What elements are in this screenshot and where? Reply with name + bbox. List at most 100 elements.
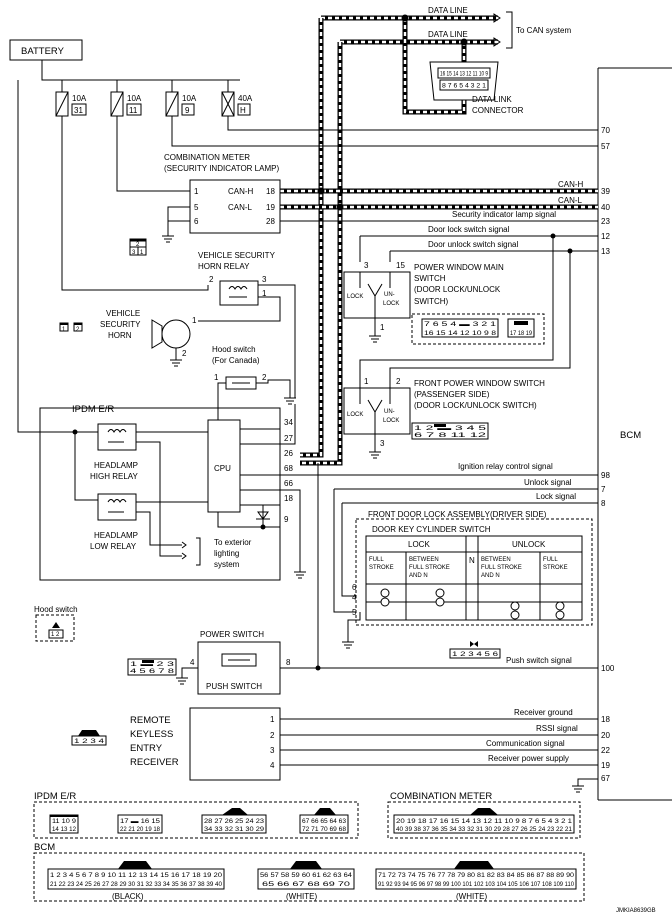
fusible-link-h: 40A H — [221, 91, 253, 117]
svg-text:1: 1 — [364, 377, 369, 386]
svg-text:(PASSENGER SIDE): (PASSENGER SIDE) — [414, 390, 490, 399]
svg-text:5: 5 — [352, 608, 357, 617]
svg-text:71 72 73 74 75 76 77 78 79 80: 71 72 73 74 75 76 77 78 79 80 81 82 83 8… — [378, 873, 575, 879]
power-window-main-switch: POWER WINDOW MAIN SWITCH (DOOR LOCK/UNLO… — [343, 261, 545, 345]
dlc-label-1: DATA LINK — [472, 95, 512, 104]
hood-switch-title-1: Hood switch — [212, 345, 256, 354]
svg-text:1: 1 — [262, 289, 267, 298]
svg-text:AND N: AND N — [481, 573, 500, 579]
svg-text:2: 2 — [182, 349, 187, 358]
bcm-signal-20: RSSI signal — [536, 724, 578, 733]
svg-text:3: 3 — [262, 275, 267, 284]
svg-text:10A: 10A — [182, 94, 197, 103]
svg-text:2: 2 — [209, 275, 214, 284]
svg-text:RECEIVER: RECEIVER — [130, 757, 179, 768]
diagram-id: JMKIA8639GB — [616, 908, 656, 914]
svg-text:AND N: AND N — [409, 573, 428, 579]
svg-text:(DOOR LOCK/UNLOCK SWITCH): (DOOR LOCK/UNLOCK SWITCH) — [414, 401, 537, 410]
hood-switch-connector-legend: Hood switch 1 2 — [34, 605, 78, 642]
svg-text:56 57 58 59 60 61 62 63 64: 56 57 58 59 60 61 62 63 64 — [260, 873, 353, 879]
svg-text:4: 4 — [352, 593, 357, 602]
horn-relay-title-2: HORN RELAY — [198, 262, 250, 271]
svg-text:REMOTE: REMOTE — [130, 715, 171, 726]
svg-text:(WHITE): (WHITE) — [286, 892, 317, 901]
svg-text:ENTRY: ENTRY — [130, 743, 163, 754]
svg-text:2: 2 — [76, 327, 80, 333]
svg-text:IPDM E/R: IPDM E/R — [34, 791, 76, 802]
svg-text:(BLACK): (BLACK) — [112, 892, 144, 901]
fuse-11: 10A 11 — [110, 91, 142, 117]
svg-text:(DOOR LOCK/UNLOCK: (DOOR LOCK/UNLOCK — [414, 285, 501, 294]
svg-text:21 22 23 24 25 26 27 28 29 30: 21 22 23 24 25 26 27 28 29 30 31 32 33 3… — [50, 882, 223, 888]
svg-text:POWER SWITCH: POWER SWITCH — [200, 630, 264, 639]
svg-text:Hood switch: Hood switch — [34, 605, 78, 614]
svg-text:22: 22 — [601, 746, 610, 755]
hood-switch: Hood switch (For Canada) 1 2 — [212, 345, 296, 420]
dlc-label-2: CONNECTOR — [472, 106, 524, 115]
svg-text:STROKE: STROKE — [543, 565, 568, 571]
svg-text:12: 12 — [601, 232, 610, 241]
bcm-signal-22: Communication signal — [486, 739, 565, 748]
bcm-signal-18: Receiver ground — [514, 708, 573, 717]
svg-text:4 5 6 7 8: 4 5 6 7 8 — [130, 669, 175, 675]
headlamp-high-relay: HEADLAMP HIGH RELAY — [90, 423, 139, 481]
svg-text:3: 3 — [380, 439, 385, 448]
svg-text:11: 11 — [129, 106, 138, 115]
ipdm-connector-legend: IPDM E/R 11 10 9 14 13 12 17 ▬ 16 15 22 … — [33, 791, 359, 839]
meter-title-1: COMBINATION METER — [164, 153, 250, 162]
ipdm-title: IPDM E/R — [72, 404, 114, 415]
svg-text:27: 27 — [284, 434, 293, 443]
svg-text:6 7 8 11 12: 6 7 8 11 12 — [414, 433, 488, 439]
svg-text:2: 2 — [136, 242, 140, 248]
svg-text:20 19 18 17 16 15 14 13 12 11: 20 19 18 17 16 15 14 13 12 11 10 9 8 7 6… — [396, 819, 573, 825]
svg-text:1: 1 — [140, 250, 144, 256]
svg-text:CAN-H: CAN-H — [228, 187, 254, 196]
svg-text:2: 2 — [270, 731, 275, 740]
svg-text:16 15 14 12 10 9 8: 16 15 14 12 10 9 8 — [424, 331, 497, 337]
svg-text:1 2 ▬ 3 4 5: 1 2 ▬ 3 4 5 — [414, 426, 488, 432]
bcm-signal-100: Push switch signal — [506, 656, 572, 665]
svg-text:SWITCH): SWITCH) — [414, 297, 449, 306]
svg-text:98: 98 — [601, 471, 610, 480]
svg-text:4: 4 — [270, 761, 275, 770]
svg-text:FRONT DOOR LOCK ASSEMBLY(DRIVE: FRONT DOOR LOCK ASSEMBLY(DRIVER SIDE) — [368, 510, 547, 519]
svg-text:31: 31 — [74, 106, 83, 115]
svg-text:KEYLESS: KEYLESS — [130, 729, 173, 740]
svg-text:STROKE: STROKE — [369, 565, 394, 571]
svg-text:LOCK: LOCK — [408, 540, 430, 549]
svg-text:1: 1 — [380, 323, 385, 332]
ipdm-cpu: CPU — [214, 464, 231, 473]
svg-text:17 ▬ 16 15: 17 ▬ 16 15 — [120, 819, 161, 825]
horn-title-3: HORN — [108, 331, 132, 340]
hood-switch-title-2: (For Canada) — [212, 356, 260, 365]
horn-relay: VEHICLE SECURITY HORN RELAY 2 3 1 — [198, 251, 296, 398]
battery-box — [9, 39, 83, 61]
svg-text:CAN-L: CAN-L — [228, 203, 253, 212]
svg-text:UN-: UN- — [384, 409, 395, 415]
bcm-module: BCM — [597, 67, 672, 801]
svg-text:FULL: FULL — [369, 557, 384, 563]
svg-text:FRONT POWER WINDOW SWITCH: FRONT POWER WINDOW SWITCH — [414, 379, 545, 388]
svg-text:H: H — [240, 106, 246, 115]
can-h-bcm-label: CAN-H — [558, 180, 584, 189]
bcm-connector-legend: BCM 1 2 3 4 5 6 7 8 9 10 11 12 13 14 15 … — [33, 842, 585, 902]
svg-text:LOCK: LOCK — [383, 301, 399, 307]
svg-text:SWITCH: SWITCH — [414, 274, 446, 283]
bcm-signal-13: Door unlock switch signal — [428, 240, 518, 249]
svg-text:6: 6 — [194, 217, 199, 226]
fuse-9: 10A 9 — [165, 91, 197, 117]
svg-text:1 2 3 4: 1 2 3 4 — [74, 739, 105, 745]
svg-text:FULL STROKE: FULL STROKE — [481, 565, 522, 571]
svg-text:10A: 10A — [72, 94, 87, 103]
bcm-signals: Security indicator lamp signal Door lock… — [280, 126, 615, 793]
svg-text:8: 8 — [601, 499, 606, 508]
svg-text:1 2 3 4 5 6: 1 2 3 4 5 6 — [452, 652, 499, 658]
svg-text:10A: 10A — [127, 94, 142, 103]
svg-text:18: 18 — [284, 494, 293, 503]
bcm-signal-7: Unlock signal — [524, 478, 572, 487]
svg-text:7: 7 — [601, 485, 606, 494]
bcm-signal-12: Door lock switch signal — [428, 225, 510, 234]
bcm-signal-23: Security indicator lamp signal — [452, 210, 556, 219]
svg-text:8: 8 — [286, 658, 291, 667]
data-line-1-label: DATA LINE — [428, 6, 468, 15]
